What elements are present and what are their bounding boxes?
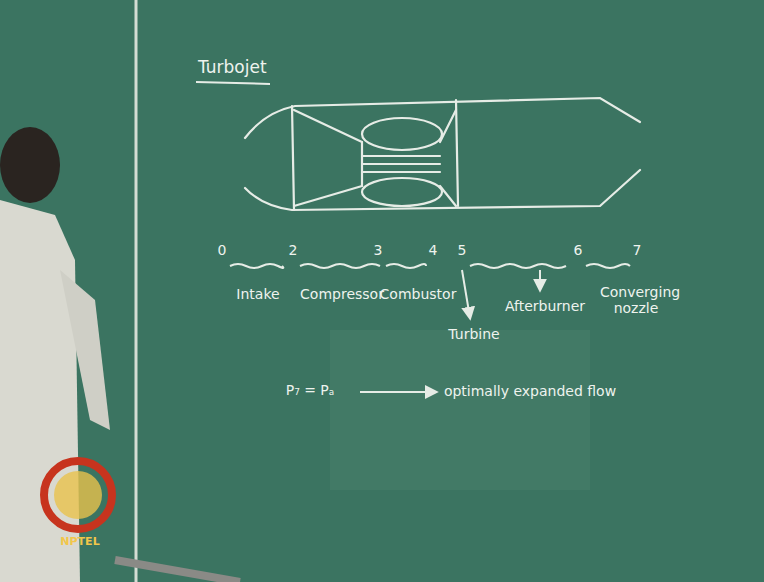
turbine-blades (440, 110, 456, 206)
implies-arrow (360, 391, 436, 393)
station-number: 4 (429, 242, 438, 258)
combustor-upper (362, 118, 442, 150)
lecturer-arm (60, 270, 110, 430)
chalk-smudge (330, 330, 590, 490)
component-label: Converging nozzle (600, 284, 672, 316)
station-number: 5 (458, 242, 467, 258)
turbine-face (456, 100, 458, 206)
station-number: 7 (633, 242, 642, 258)
equation: P₇ = Pₐ (286, 382, 335, 398)
title-underline (196, 82, 270, 84)
shaft (362, 156, 440, 172)
wavy-brace (230, 264, 283, 268)
turbojet-sketch (245, 98, 640, 210)
station-braces (230, 264, 630, 268)
combustor-lower (362, 178, 442, 206)
station-number: 0 (218, 242, 227, 258)
logo-disc (54, 471, 102, 519)
watermark: NPTEL (60, 536, 99, 549)
station-number: 6 (574, 242, 583, 258)
component-label: Combustor (380, 286, 457, 302)
lecturer-head (0, 127, 60, 203)
pointer (115, 560, 240, 582)
component-label: Compressor (300, 286, 384, 302)
wavy-brace (300, 264, 380, 268)
logo-ring (44, 461, 112, 529)
title: Turbojet (198, 58, 267, 78)
wavy-brace (586, 264, 630, 268)
wavy-brace (470, 264, 566, 268)
station-number: 2 (289, 242, 298, 258)
compressor-face (292, 106, 294, 210)
component-label: Intake (236, 286, 279, 302)
note: optimally expanded flow (444, 383, 616, 399)
leader-arrow (462, 270, 470, 318)
station-number: 3 (374, 242, 383, 258)
compressor-blades (294, 110, 362, 206)
component-label: Afterburner (505, 298, 585, 314)
component-label: Turbine (448, 326, 499, 342)
board-edge (135, 0, 138, 582)
leader-arrow (539, 270, 541, 290)
wavy-brace (386, 264, 426, 268)
